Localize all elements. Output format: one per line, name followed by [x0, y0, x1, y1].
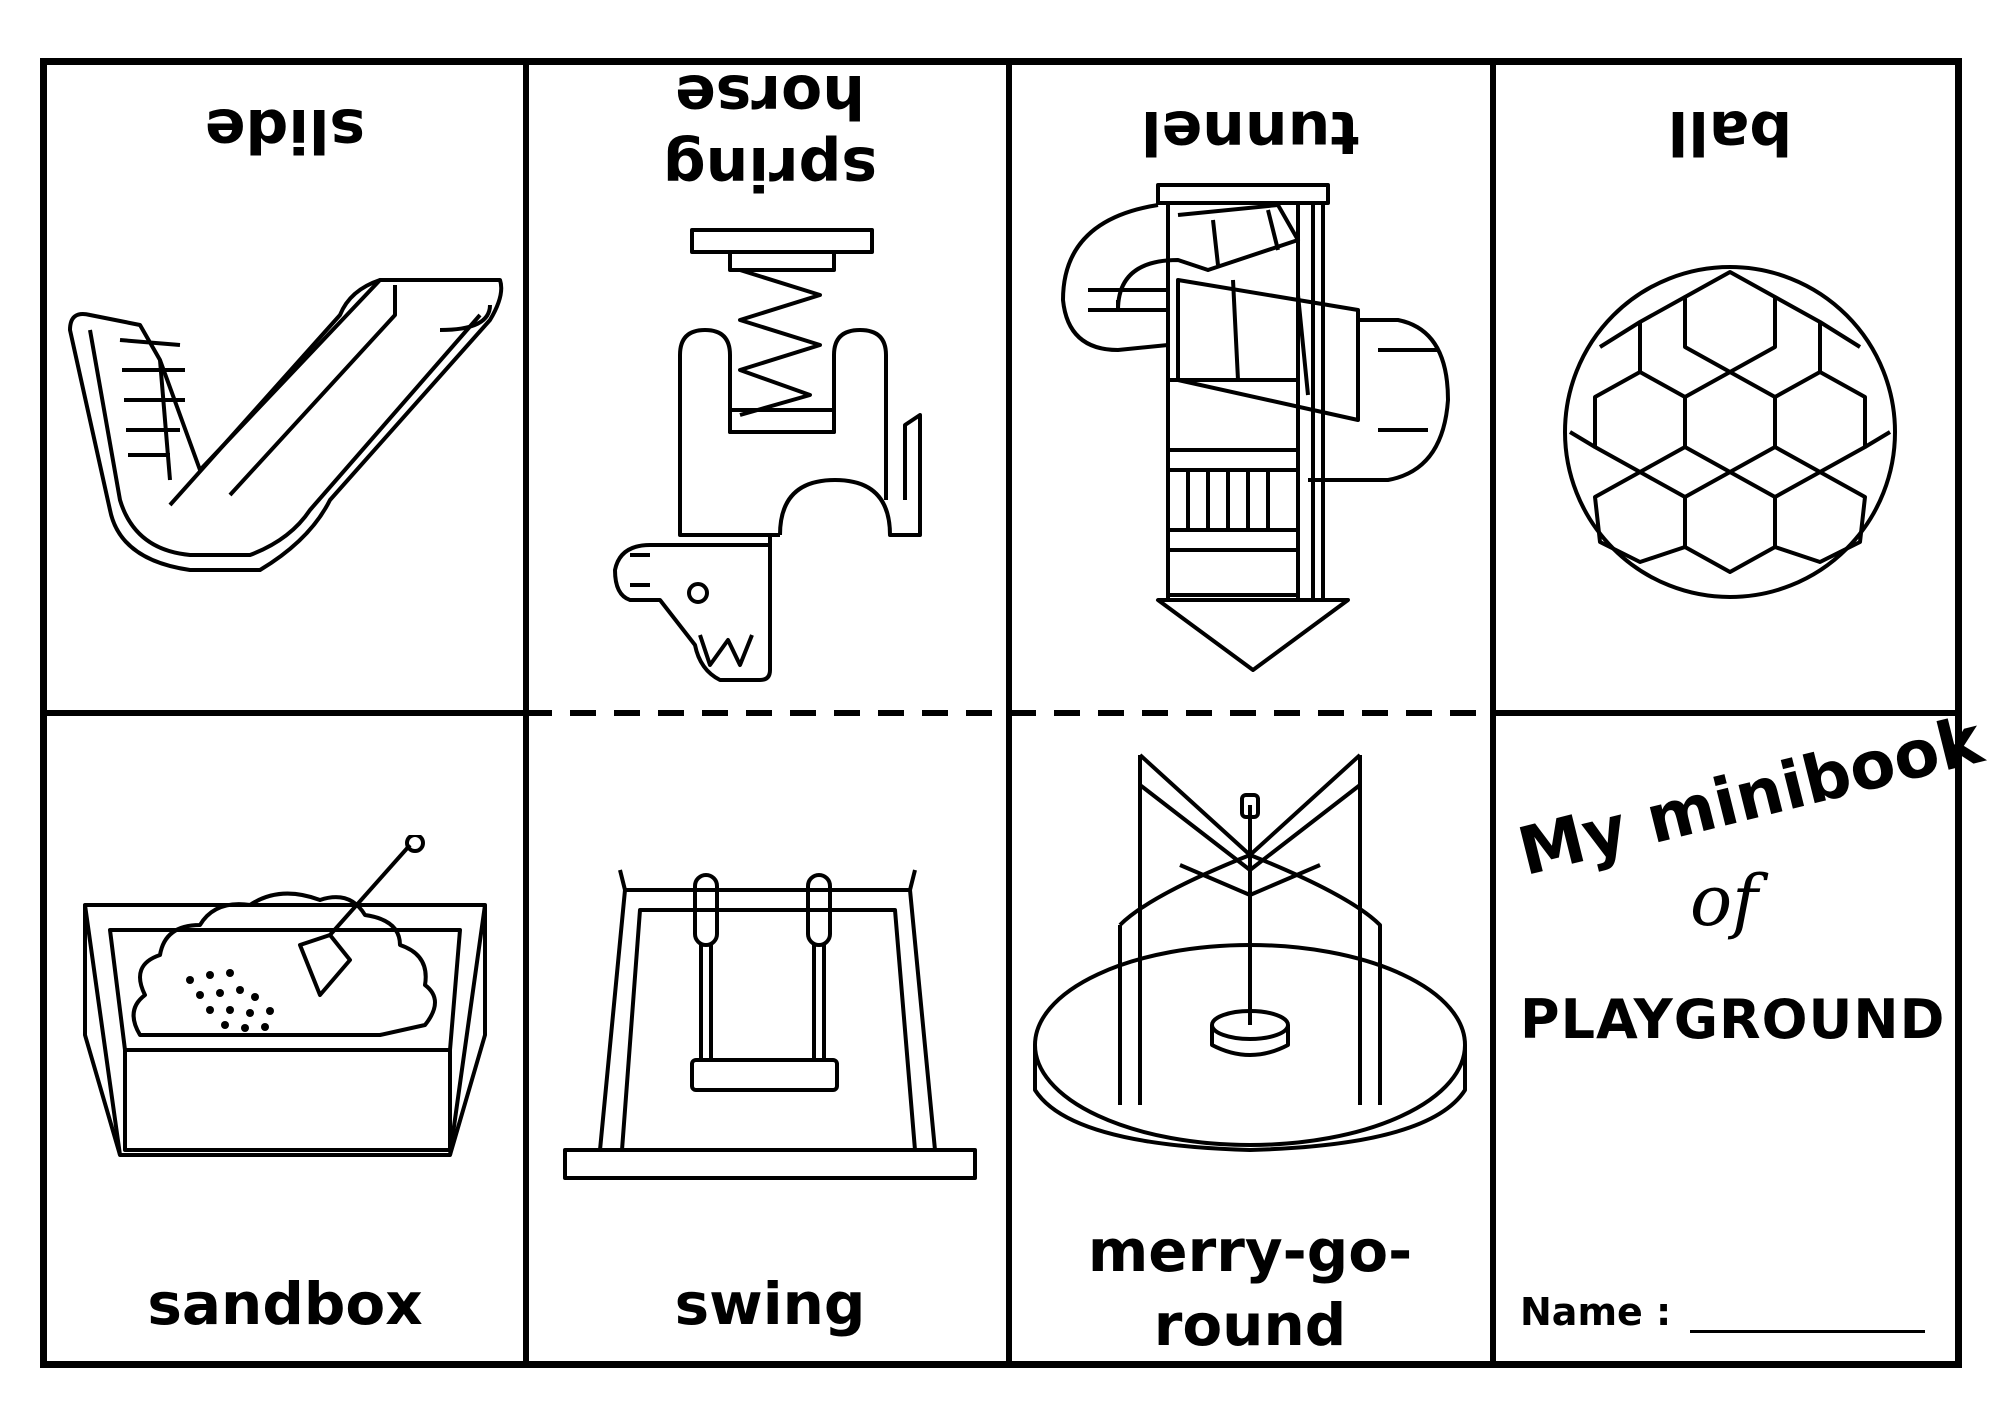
- outer-border: [40, 58, 1962, 1368]
- slide-icon: [68, 278, 504, 572]
- swing-icon: [563, 869, 977, 1180]
- sandbox-icon: [83, 835, 487, 1157]
- row-divider-right: [1493, 710, 1958, 716]
- name-fill-line[interactable]: [1690, 1330, 1925, 1333]
- card-label-merry-go-round-line1: merry-go-: [1087, 1217, 1413, 1285]
- spring-horse-icon: [613, 228, 922, 682]
- card-label-swing: swing: [674, 1270, 866, 1338]
- card-label-merry-go-round-line2: round: [1153, 1291, 1347, 1359]
- sand-dots: [186, 969, 274, 1032]
- tunnel-slide-icon: [1061, 183, 1450, 672]
- card-label-spring-horse-line1: spring: [662, 133, 878, 203]
- card-label-sandbox: sandbox: [147, 1270, 423, 1338]
- card-label-spring-horse-line2: horse: [675, 61, 865, 131]
- fold-line-dashed: [526, 710, 1490, 716]
- card-label-ball: ball: [1667, 97, 1793, 167]
- card-label-tunnel: tunnel: [1140, 97, 1360, 167]
- cover-title-of: of: [1690, 860, 1759, 942]
- card-label-slide: slide: [204, 95, 366, 165]
- row-divider-left: [44, 710, 526, 716]
- name-label: Name :: [1520, 1290, 1672, 1334]
- soccer-ball-icon: [1563, 265, 1897, 599]
- merry-go-round-icon: [1033, 753, 1467, 1152]
- cover-title-playground: PLAYGROUND: [1520, 988, 1946, 1051]
